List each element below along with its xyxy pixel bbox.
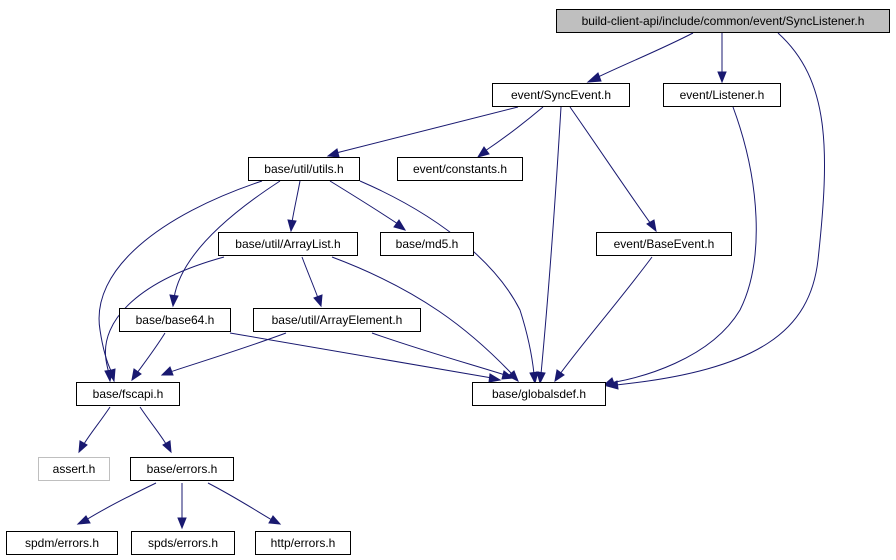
- arrowhead: [287, 219, 297, 233]
- arrowhead: [476, 146, 490, 158]
- arrowhead: [169, 294, 179, 308]
- node-globalsdef[interactable]: base/globalsdef.h: [472, 382, 606, 406]
- edge-listener-globalsdef: [609, 106, 757, 384]
- node-arrayelement[interactable]: base/util/ArrayElement.h: [253, 308, 421, 332]
- node-root: build-client-api/include/common/event/Sy…: [556, 9, 890, 33]
- edge-fscapi-errors: [139, 406, 167, 445]
- arrowhead: [78, 440, 88, 454]
- edge-utils-globalsdef: [359, 180, 535, 375]
- arrowhead: [76, 515, 91, 525]
- arrowhead: [488, 373, 502, 383]
- arrowhead: [717, 71, 727, 84]
- edge-arrayelement-fscapi: [169, 332, 287, 373]
- node-constants[interactable]: event/constants.h: [397, 157, 523, 181]
- edge-base64-globalsdef: [229, 332, 493, 379]
- arrowhead: [393, 219, 407, 231]
- edge-syncevent-constants: [484, 106, 544, 152]
- arrowhead: [586, 72, 602, 83]
- edge-arraylist-arrayelement: [301, 256, 319, 299]
- node-fscapi[interactable]: base/fscapi.h: [76, 382, 180, 406]
- node-assert: assert.h: [38, 457, 110, 481]
- node-utils[interactable]: base/util/utils.h: [248, 157, 360, 181]
- arrowhead: [162, 440, 172, 454]
- node-arraylist[interactable]: base/util/ArrayList.h: [218, 232, 358, 256]
- edge-errors-http: [207, 482, 273, 521]
- edge-utils-arraylist: [291, 180, 301, 223]
- edge-arraylist-fscapi: [104, 256, 225, 374]
- node-spdm-errors[interactable]: spdm/errors.h: [6, 531, 118, 555]
- arrowhead: [104, 369, 114, 383]
- node-baseevent[interactable]: event/BaseEvent.h: [596, 232, 732, 256]
- edge-baseevent-globalsdef: [559, 256, 653, 375]
- edge-root-syncevent: [595, 32, 694, 79]
- arrowhead: [268, 515, 282, 525]
- edge-syncevent-utils: [335, 106, 519, 154]
- edge-utils-base64: [173, 180, 281, 299]
- node-listener[interactable]: event/Listener.h: [663, 83, 781, 107]
- edge-base64-fscapi: [136, 332, 166, 374]
- edge-errors-spdm: [85, 482, 157, 521]
- arrowhead: [131, 368, 142, 382]
- node-errors[interactable]: base/errors.h: [130, 457, 234, 481]
- arrowhead: [529, 371, 539, 385]
- edge-syncevent-globalsdef: [540, 106, 562, 375]
- arrowhead: [536, 371, 546, 385]
- arrowhead: [160, 366, 174, 376]
- node-spds-errors[interactable]: spds/errors.h: [131, 531, 235, 555]
- arrowhead: [326, 148, 340, 158]
- arrowhead: [554, 369, 565, 383]
- node-syncevent[interactable]: event/SyncEvent.h: [492, 83, 630, 107]
- edge-utils-md5: [329, 180, 399, 225]
- arrowhead: [177, 517, 187, 530]
- edge-arraylist-globalsdef: [331, 256, 513, 375]
- edge-fscapi-assert: [83, 406, 111, 445]
- arrowhead: [602, 377, 616, 387]
- edge-arrayelement-globalsdef: [371, 332, 506, 376]
- node-http-errors[interactable]: http/errors.h: [255, 531, 351, 555]
- arrowhead: [501, 370, 515, 380]
- arrowhead: [313, 294, 323, 308]
- arrowhead: [646, 219, 657, 233]
- edge-syncevent-baseevent: [569, 106, 652, 225]
- node-base64[interactable]: base/base64.h: [119, 308, 231, 332]
- node-md5[interactable]: base/md5.h: [380, 232, 474, 256]
- edge-root-globalsdef: [615, 32, 826, 386]
